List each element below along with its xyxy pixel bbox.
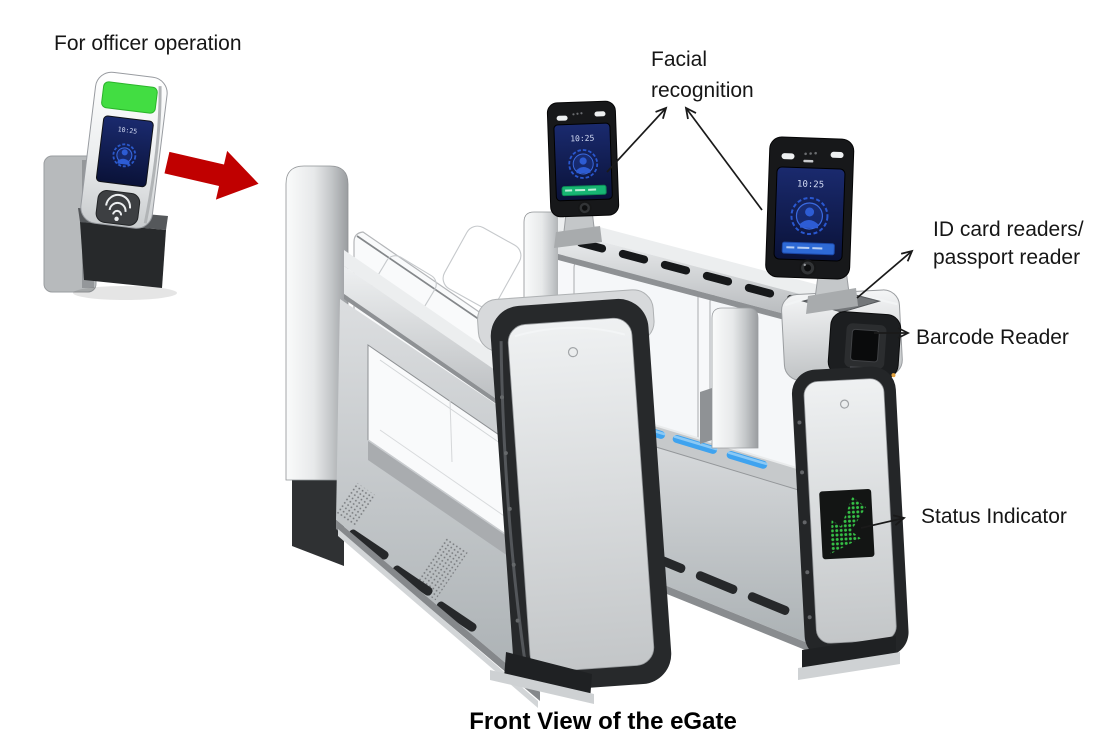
camera-icon [577, 201, 592, 215]
tower-screws [499, 395, 520, 623]
flow-arrow [164, 150, 259, 200]
arrow-facial-from-left-device [606, 108, 666, 173]
screen-time: 10:25 [797, 180, 824, 191]
facial-device-right: 10:25 [765, 136, 855, 280]
face-scan-icon [790, 196, 829, 235]
label-officer-operation: For officer operation [54, 32, 242, 55]
status-arrow-icon [830, 496, 866, 555]
facial-device-left: 10:25 [546, 100, 620, 218]
officer-device: 10:25 [80, 71, 168, 229]
facial-screen: 10:25 [553, 122, 613, 202]
left-top-rail [344, 250, 540, 434]
barcode-window [850, 328, 880, 363]
label-id-card-line1: ID card readers/ [933, 218, 1084, 241]
label-facial-line1: Facial [651, 48, 708, 71]
label-facial-recognition: Facial recognition [651, 44, 754, 106]
face-scan-icon [568, 149, 599, 179]
ir-light-icon [594, 111, 606, 117]
arrow-id-card [856, 251, 912, 299]
ir-light-icon [830, 151, 844, 159]
right-top-rail [558, 216, 830, 332]
officer-screen: 10:25 [95, 115, 154, 188]
nfc-pad [95, 190, 141, 226]
screen-time: 10:25 [117, 125, 137, 135]
label-barcode-reader: Barcode Reader [916, 326, 1069, 349]
facial-screen: 10:25 [773, 166, 846, 262]
cabinet-slots [348, 529, 477, 632]
left-tower [477, 289, 672, 691]
left-back-post [285, 165, 349, 481]
camera-icon [799, 259, 817, 277]
ir-light-icon [556, 115, 568, 121]
status-indicator-panel [819, 488, 875, 560]
left-gate [285, 165, 672, 708]
label-id-card-line2: passport reader [933, 246, 1081, 269]
facial-device-left-assembly: 10:25 [546, 100, 620, 248]
tower-screws [797, 420, 812, 620]
face-scan-icon [112, 143, 137, 168]
figure-title: Front View of the eGate [469, 708, 737, 735]
status-light-green [101, 81, 158, 114]
label-id-card-reader: ID card readers/ passport reader [933, 216, 1084, 272]
screen-time: 10:25 [570, 134, 595, 144]
callout-arrows [606, 108, 912, 529]
label-facial-line2: recognition [651, 79, 754, 102]
label-status-indicator: Status Indicator [921, 505, 1067, 528]
arrow-facial-from-right-device [686, 108, 763, 211]
ir-light-icon [781, 153, 795, 160]
mid-pillar [700, 307, 759, 449]
barcode-reader [827, 311, 902, 380]
arrow-status [860, 518, 904, 529]
officer-station: 10:25 [43, 71, 177, 300]
nfc-icon [105, 194, 131, 216]
